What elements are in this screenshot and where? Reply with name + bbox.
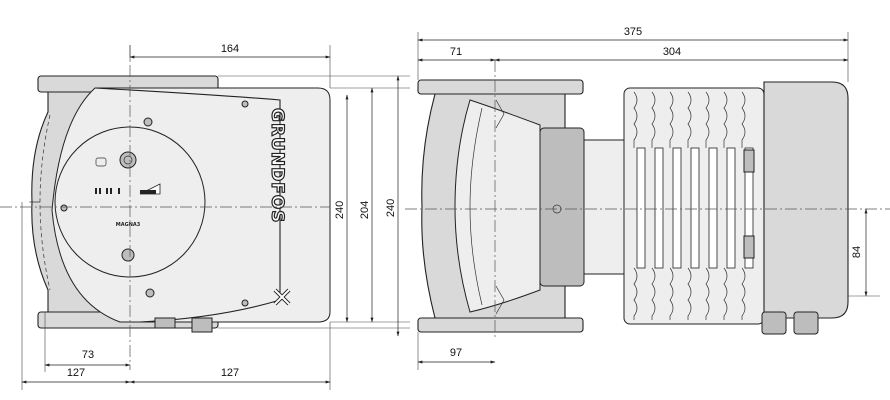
cable-entry (191, 317, 213, 333)
power-led-icon (95, 157, 107, 167)
side-view: MAGNA3 GRUNDFOS (0, 45, 331, 370)
fin (690, 147, 700, 269)
fin (636, 147, 646, 269)
screw-icon (241, 299, 249, 307)
fin (705, 91, 710, 148)
dim-304: 304 (663, 46, 681, 58)
screw-icon (143, 117, 153, 127)
fin (723, 91, 728, 148)
dim-204: 204 (359, 201, 371, 219)
fin (708, 147, 718, 269)
fin (672, 147, 682, 269)
fin (726, 147, 736, 269)
dim-375: 375 (624, 26, 642, 38)
fin (669, 91, 674, 148)
fin (744, 147, 754, 269)
top-flange (417, 79, 584, 95)
side-view-dimensions: 164 240 204 240 73 127 127 (21, 43, 410, 390)
cable-gland (793, 311, 819, 335)
dim-164: 164 (221, 43, 239, 55)
motor-neck (539, 127, 585, 287)
cable-entry (154, 317, 176, 329)
fin (687, 267, 692, 320)
fin (723, 267, 728, 320)
cable-gland (761, 311, 787, 335)
badge-label: MAGNA3 (116, 222, 141, 228)
lower-knob (121, 248, 135, 262)
fin (633, 91, 638, 148)
dim-127-left: 127 (67, 367, 85, 379)
fin (651, 91, 656, 148)
fin (741, 267, 746, 320)
connector-clip (743, 235, 755, 259)
led-bar-icon (95, 188, 120, 194)
dim-240-inner: 240 (334, 201, 346, 219)
screw-icon (241, 100, 249, 108)
screw-icon (60, 204, 68, 212)
motor-adapter (583, 139, 625, 275)
brand-logo: GRUNDFOS (267, 108, 287, 224)
terminal-box (763, 81, 849, 319)
brand-x-icon (273, 288, 291, 306)
dim-84: 84 (851, 246, 863, 258)
dial-knob (119, 151, 137, 169)
cooling-fins (633, 91, 754, 320)
fin (741, 91, 746, 148)
fin (654, 147, 664, 269)
dim-97: 97 (450, 347, 462, 359)
front-view (405, 60, 890, 340)
dim-240-outer: 240 (385, 199, 397, 217)
dim-73: 73 (82, 349, 94, 361)
bottom-flange (417, 317, 584, 333)
screw-icon (145, 288, 155, 298)
fin (687, 91, 692, 148)
dim-71: 71 (450, 46, 462, 58)
dim-127-right: 127 (221, 367, 239, 379)
front-view-dimensions: 375 71 304 97 84 (417, 26, 880, 370)
connector-clip (743, 149, 755, 173)
volute (454, 99, 541, 313)
fin (633, 267, 638, 320)
fin (705, 267, 710, 320)
fin (651, 267, 656, 320)
fin (669, 267, 674, 320)
